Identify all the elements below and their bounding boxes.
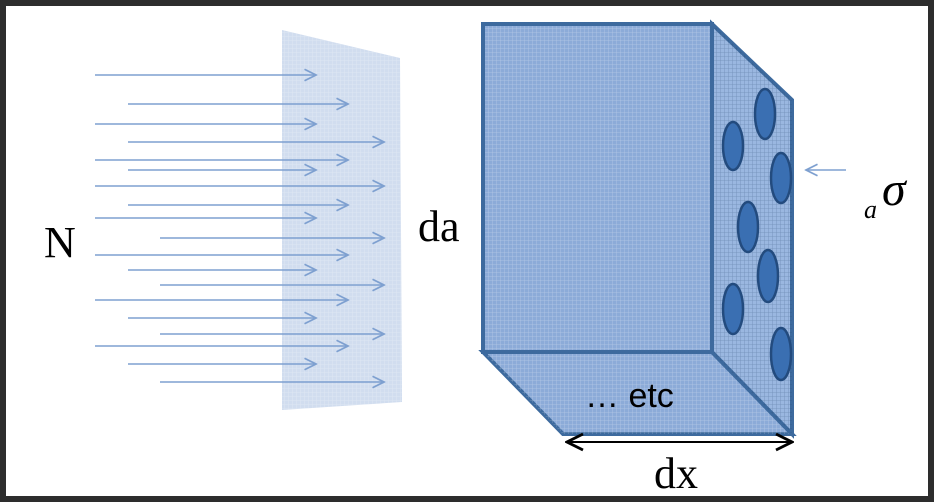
incident-arrows (95, 75, 384, 382)
nucleus (753, 87, 777, 141)
diagram-canvas: N da … etc dx a σ (6, 6, 928, 496)
nucleus (756, 248, 780, 304)
beam-plane (282, 30, 402, 410)
label-da: da (418, 202, 460, 251)
slab-target-diagram: N da … etc dx a σ (44, 19, 908, 496)
label-etc: … etc (585, 377, 674, 415)
label-sigma-subscript: a (864, 195, 877, 224)
label-dx: dx (654, 449, 698, 496)
nuclei (721, 87, 793, 382)
label-sigma: σ (882, 163, 908, 216)
label-n: N (44, 218, 76, 267)
slab (478, 19, 797, 439)
nucleus (736, 200, 760, 254)
nucleus (721, 120, 745, 172)
nucleus (769, 151, 793, 205)
nucleus (721, 282, 745, 336)
nucleus (769, 326, 793, 382)
